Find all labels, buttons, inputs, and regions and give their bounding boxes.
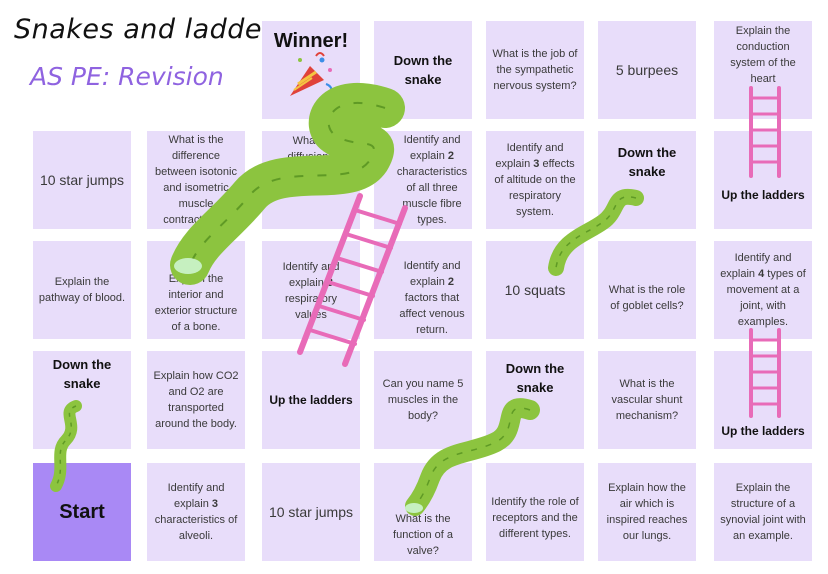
square-r1c2: What is diffusion? [262, 131, 360, 229]
square-r1c3: Identify and explain 2 characteristics o… [374, 131, 472, 229]
square-r3c5: What is the vascular shunt mechanism? [598, 351, 696, 449]
square-text: 10 star jumps [268, 503, 354, 520]
square-text: Identify and explain 3 effects of altitu… [494, 142, 576, 218]
square-text: Explain the conduction system of the hea… [730, 25, 796, 85]
square-text: What is the function of a valve? [393, 513, 453, 557]
square-text: What is the difference between isotonic … [155, 134, 237, 226]
square-r2c5: What is the role of goblet cells? [598, 241, 696, 339]
square-r4c3: What is the function of a valve? [374, 463, 472, 561]
square-text: Identify and explain 3 characteristics o… [154, 482, 238, 542]
square-r3c0: Down the snake [33, 351, 131, 449]
square-text: Explain how CO2 and O2 are transported a… [153, 370, 239, 430]
square-r4c5: Explain how the air which is inspired re… [598, 463, 696, 561]
square-r0c3: Down the snake [374, 21, 472, 119]
square-text: Identify and explain 3 respiratory value… [282, 261, 340, 321]
square-r3c2: Up the ladders [262, 351, 360, 449]
square-r2c4: 10 squats [486, 241, 584, 339]
square-r3c4: Down the snake [486, 351, 584, 449]
square-text: Down the snake [393, 53, 453, 87]
square-r4c2: 10 star jumps [262, 463, 360, 561]
square-text: Can you name 5 muscles in the body? [382, 378, 464, 422]
square-r3c1: Explain how CO2 and O2 are transported a… [147, 351, 245, 449]
square-r4c4: Identify the role of receptors and the d… [486, 463, 584, 561]
square-text: Explain the structure of a synovial join… [720, 482, 806, 542]
square-r1c5: Down the snake [598, 131, 696, 229]
square-text: Explain the interior and exterior struct… [154, 273, 238, 333]
square-r2c2: Identify and explain 3 respiratory value… [262, 241, 360, 339]
square-winner: Winner! [262, 21, 360, 119]
square-text: 5 burpees [615, 61, 679, 78]
square-r1c4: Identify and explain 3 effects of altitu… [486, 131, 584, 229]
square-start: Start [33, 463, 131, 561]
square-text: What is the job of the sympathetic nervo… [492, 48, 578, 92]
game-title: Snakes and ladders [14, 14, 289, 45]
square-text: What is diffusion? [287, 135, 335, 163]
square-text: Down the snake [52, 357, 112, 391]
square-text: What is the role of goblet cells? [608, 284, 686, 312]
square-r1c1: What is the difference between isotonic … [147, 131, 245, 229]
square-r4c1: Identify and explain 3 characteristics o… [147, 463, 245, 561]
square-r3c3: Can you name 5 muscles in the body? [374, 351, 472, 449]
square-text: 10 squats [504, 281, 566, 298]
square-r3c6: Up the ladders [714, 351, 812, 449]
square-text: Identify the role of receptors and the d… [491, 496, 579, 540]
square-text: Up the ladders [269, 393, 353, 407]
start-label: Start [59, 501, 105, 523]
square-text: Identify and explain 2 factors that affe… [399, 260, 465, 336]
square-text: Explain how the air which is inspired re… [606, 482, 688, 542]
square-text: Up the ladders [721, 188, 805, 202]
square-r1c6: Up the ladders [714, 131, 812, 229]
square-r2c1: Explain the interior and exterior struct… [147, 241, 245, 339]
square-text: 10 star jumps [39, 171, 125, 188]
square-r2c0: Explain the pathway of blood. [33, 241, 131, 339]
square-r1c0: 10 star jumps [33, 131, 131, 229]
square-text: Down the snake [617, 145, 677, 179]
square-r0c5: 5 burpees [598, 21, 696, 119]
square-r2c3: Identify and explain 2 factors that affe… [374, 241, 472, 339]
square-r2c6: Identify and explain 4 types of movement… [714, 241, 812, 339]
square-r0c6: Explain the conduction system of the hea… [714, 21, 812, 119]
square-text: Identify and explain 2 characteristics o… [396, 134, 468, 226]
square-r0c4: What is the job of the sympathetic nervo… [486, 21, 584, 119]
square-text: Up the ladders [721, 424, 805, 438]
winner-label: Winner! [273, 30, 349, 52]
game-subtitle: AS PE: Revision [30, 62, 224, 91]
square-text: What is the vascular shunt mechanism? [611, 378, 683, 422]
square-text: Explain the pathway of blood. [38, 276, 126, 304]
square-r4c6: Explain the structure of a synovial join… [714, 463, 812, 561]
square-text: Identify and explain 4 types of movement… [720, 252, 806, 328]
square-text: Down the snake [505, 361, 565, 395]
